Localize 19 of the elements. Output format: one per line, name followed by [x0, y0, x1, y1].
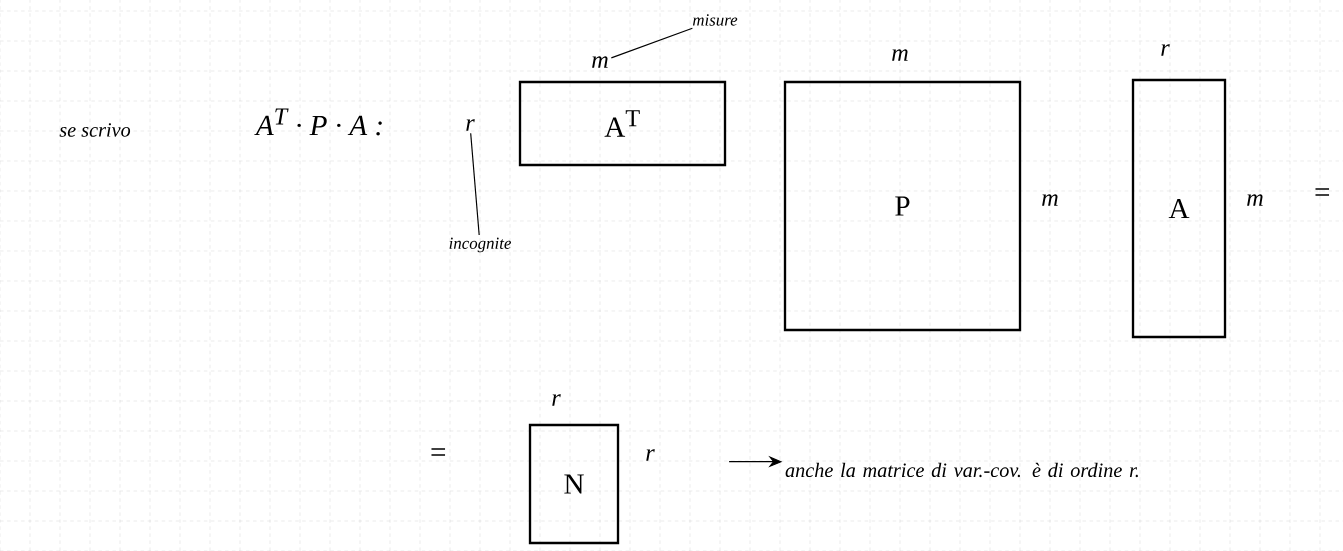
matrix-box: P	[783, 80, 1022, 332]
handwritten-label: m	[592, 56, 608, 68]
matrix-box: N	[528, 423, 620, 545]
note-text: anche la matrice di var.-cov. è di ordine r.	[785, 462, 1138, 478]
handwritten-label: incognite	[449, 237, 512, 253]
phrase: se scrivo	[59, 123, 131, 137]
matrix-product: A$^{T}$ · P · A :	[254, 108, 382, 136]
dimension-label: r	[1161, 44, 1170, 56]
dimension-label: m	[1042, 194, 1058, 206]
handwritten-label: r	[466, 119, 475, 131]
equals-sign: =	[431, 448, 446, 456]
equals-sign: =	[1315, 188, 1330, 196]
leader-line	[470, 132, 480, 236]
dimension-label: m	[1247, 194, 1263, 206]
handwritten-label: misure	[692, 14, 738, 26]
matrix-box: A$^{T}$	[518, 80, 727, 167]
matrix-box: A	[1131, 78, 1227, 339]
leader-line	[610, 27, 693, 59]
dimension-label: r	[646, 449, 655, 461]
